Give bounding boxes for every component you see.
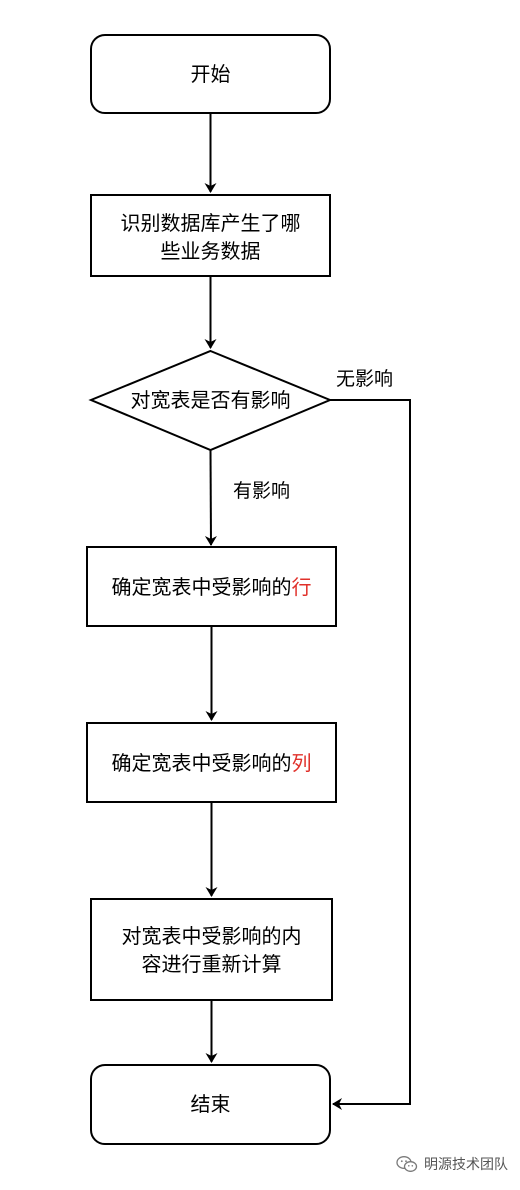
identify-data-node: 识别数据库产生了哪 些业务数据 (90, 194, 331, 277)
determine-cols-label: 确定宽表中受影响的列 (112, 751, 312, 775)
edge-label-no-impact: 无影响 (336, 368, 393, 390)
determine-cols-prefix: 确定宽表中受影响的 (112, 751, 292, 775)
edge-decision-to-end (330, 399, 411, 1110)
determine-cols-node: 确定宽表中受影响的列 (86, 722, 337, 803)
start-label: 开始 (191, 62, 231, 86)
decision-node: 对宽表是否有影响 (88, 349, 333, 452)
end-label: 结束 (191, 1092, 231, 1116)
start-node: 开始 (90, 34, 331, 114)
decision-label: 对宽表是否有影响 (131, 388, 291, 412)
recompute-label-line1: 对宽表中受影响的内 (122, 924, 302, 948)
determine-rows-highlight: 行 (292, 575, 312, 599)
identify-data-label-line1: 识别数据库产生了哪 (121, 211, 301, 235)
edge-decision-to-rows (204, 449, 217, 546)
wechat-icon (396, 1156, 418, 1172)
end-node: 结束 (90, 1064, 331, 1145)
identify-data-label-line2: 些业务数据 (161, 239, 261, 263)
determine-rows-prefix: 确定宽表中受影响的 (112, 575, 292, 599)
determine-cols-highlight: 列 (292, 751, 312, 775)
watermark: 明源技术团队 (396, 1153, 508, 1175)
determine-rows-label: 确定宽表中受影响的行 (112, 575, 312, 599)
edge-label-has-impact: 有影响 (233, 480, 290, 502)
watermark-text: 明源技术团队 (424, 1157, 508, 1173)
recompute-label-line2: 容进行重新计算 (142, 952, 282, 976)
recompute-node: 对宽表中受影响的内 容进行重新计算 (90, 898, 333, 1001)
determine-rows-node: 确定宽表中受影响的行 (86, 546, 337, 627)
